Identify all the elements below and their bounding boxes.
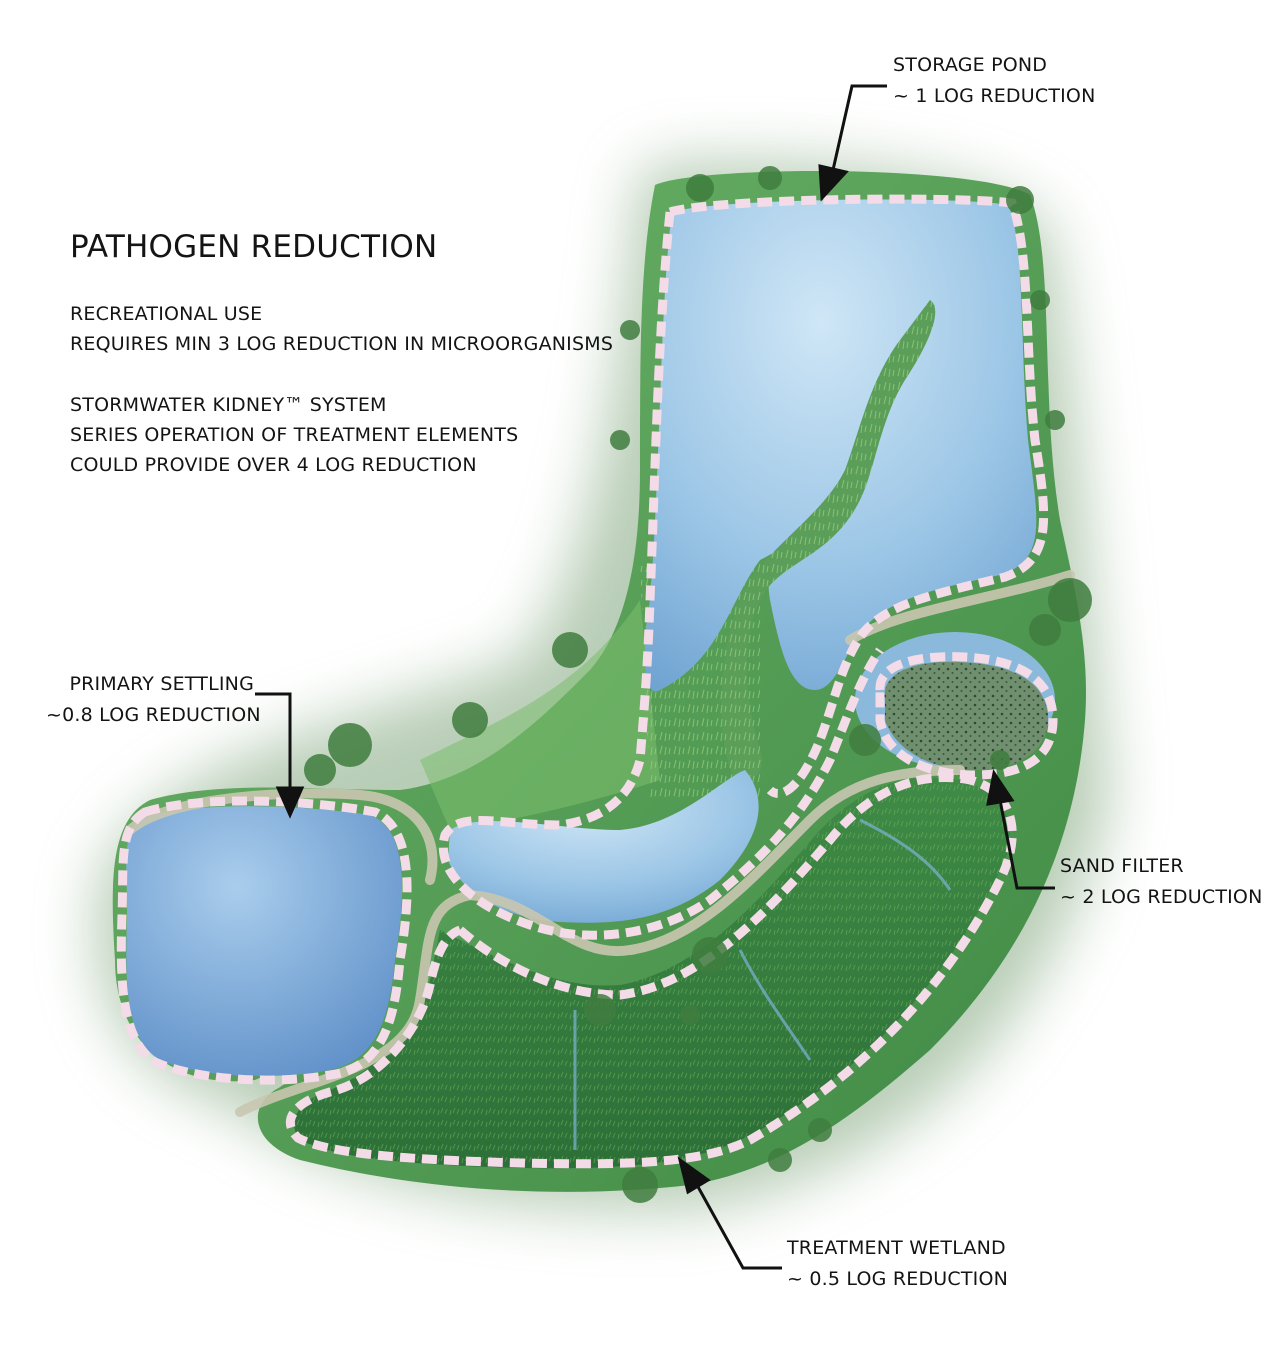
- label-treatment-wetland-name: TREATMENT WETLAND: [787, 1237, 1006, 1259]
- label-storage-pond-reduction: ~ 1 LOG REDUCTION: [893, 85, 1096, 107]
- label-treatment-wetland: TREATMENT WETLAND ~ 0.5 LOG REDUCTION: [787, 1233, 1008, 1295]
- arrow-sand-filter: [998, 799, 1055, 890]
- arrow-storage-pond-head: [818, 164, 849, 202]
- arrow-primary-settling: [255, 692, 292, 790]
- arrow-sand-filter-head: [986, 769, 1015, 806]
- arrow-storage-pond: [831, 84, 887, 171]
- treatment-boundaries: [116, 194, 1058, 1169]
- label-primary-settling: PRIMARY SETTLING ~0.8 LOG REDUCTION: [46, 669, 261, 731]
- intro-line-series: SERIES OPERATION OF TREATMENT ELEMENTS: [70, 424, 519, 446]
- label-sand-filter: SAND FILTER ~ 2 LOG REDUCTION: [1060, 851, 1263, 913]
- label-storage-pond: STORAGE POND ~ 1 LOG REDUCTION: [893, 50, 1096, 112]
- intro-block: RECREATIONAL USE REQUIRES MIN 3 LOG REDU…: [70, 299, 613, 480]
- label-storage-pond-name: STORAGE POND: [893, 54, 1048, 76]
- intro-line-requirement: REQUIRES MIN 3 LOG REDUCTION IN MICROORG…: [70, 333, 614, 355]
- label-sand-filter-reduction: ~ 2 LOG REDUCTION: [1060, 886, 1263, 908]
- leader-arrows: [255, 84, 1055, 1270]
- intro-spacer: [70, 359, 613, 390]
- label-sand-filter-name: SAND FILTER: [1060, 855, 1184, 877]
- label-primary-settling-reduction: ~0.8 LOG REDUCTION: [46, 704, 261, 726]
- arrow-treatment-wetland: [695, 1184, 782, 1270]
- arrow-primary-settling-head: [275, 786, 305, 819]
- wetland-cell-channels: [573, 818, 952, 1150]
- trees: [304, 166, 1092, 1203]
- page-title: PATHOGEN REDUCTION: [70, 229, 438, 265]
- storage-pond: [448, 199, 1037, 923]
- intro-line-system: STORMWATER KIDNEY™ SYSTEM: [70, 394, 387, 416]
- intro-line-recreational: RECREATIONAL USE: [70, 303, 263, 325]
- intro-line-total: COULD PROVIDE OVER 4 LOG REDUCTION: [70, 454, 477, 476]
- arrow-treatment-wetland-head: [677, 1156, 711, 1195]
- label-treatment-wetland-reduction: ~ 0.5 LOG REDUCTION: [787, 1268, 1009, 1290]
- primary-settling: [126, 806, 403, 1076]
- label-primary-settling-name: PRIMARY SETTLING: [69, 673, 254, 695]
